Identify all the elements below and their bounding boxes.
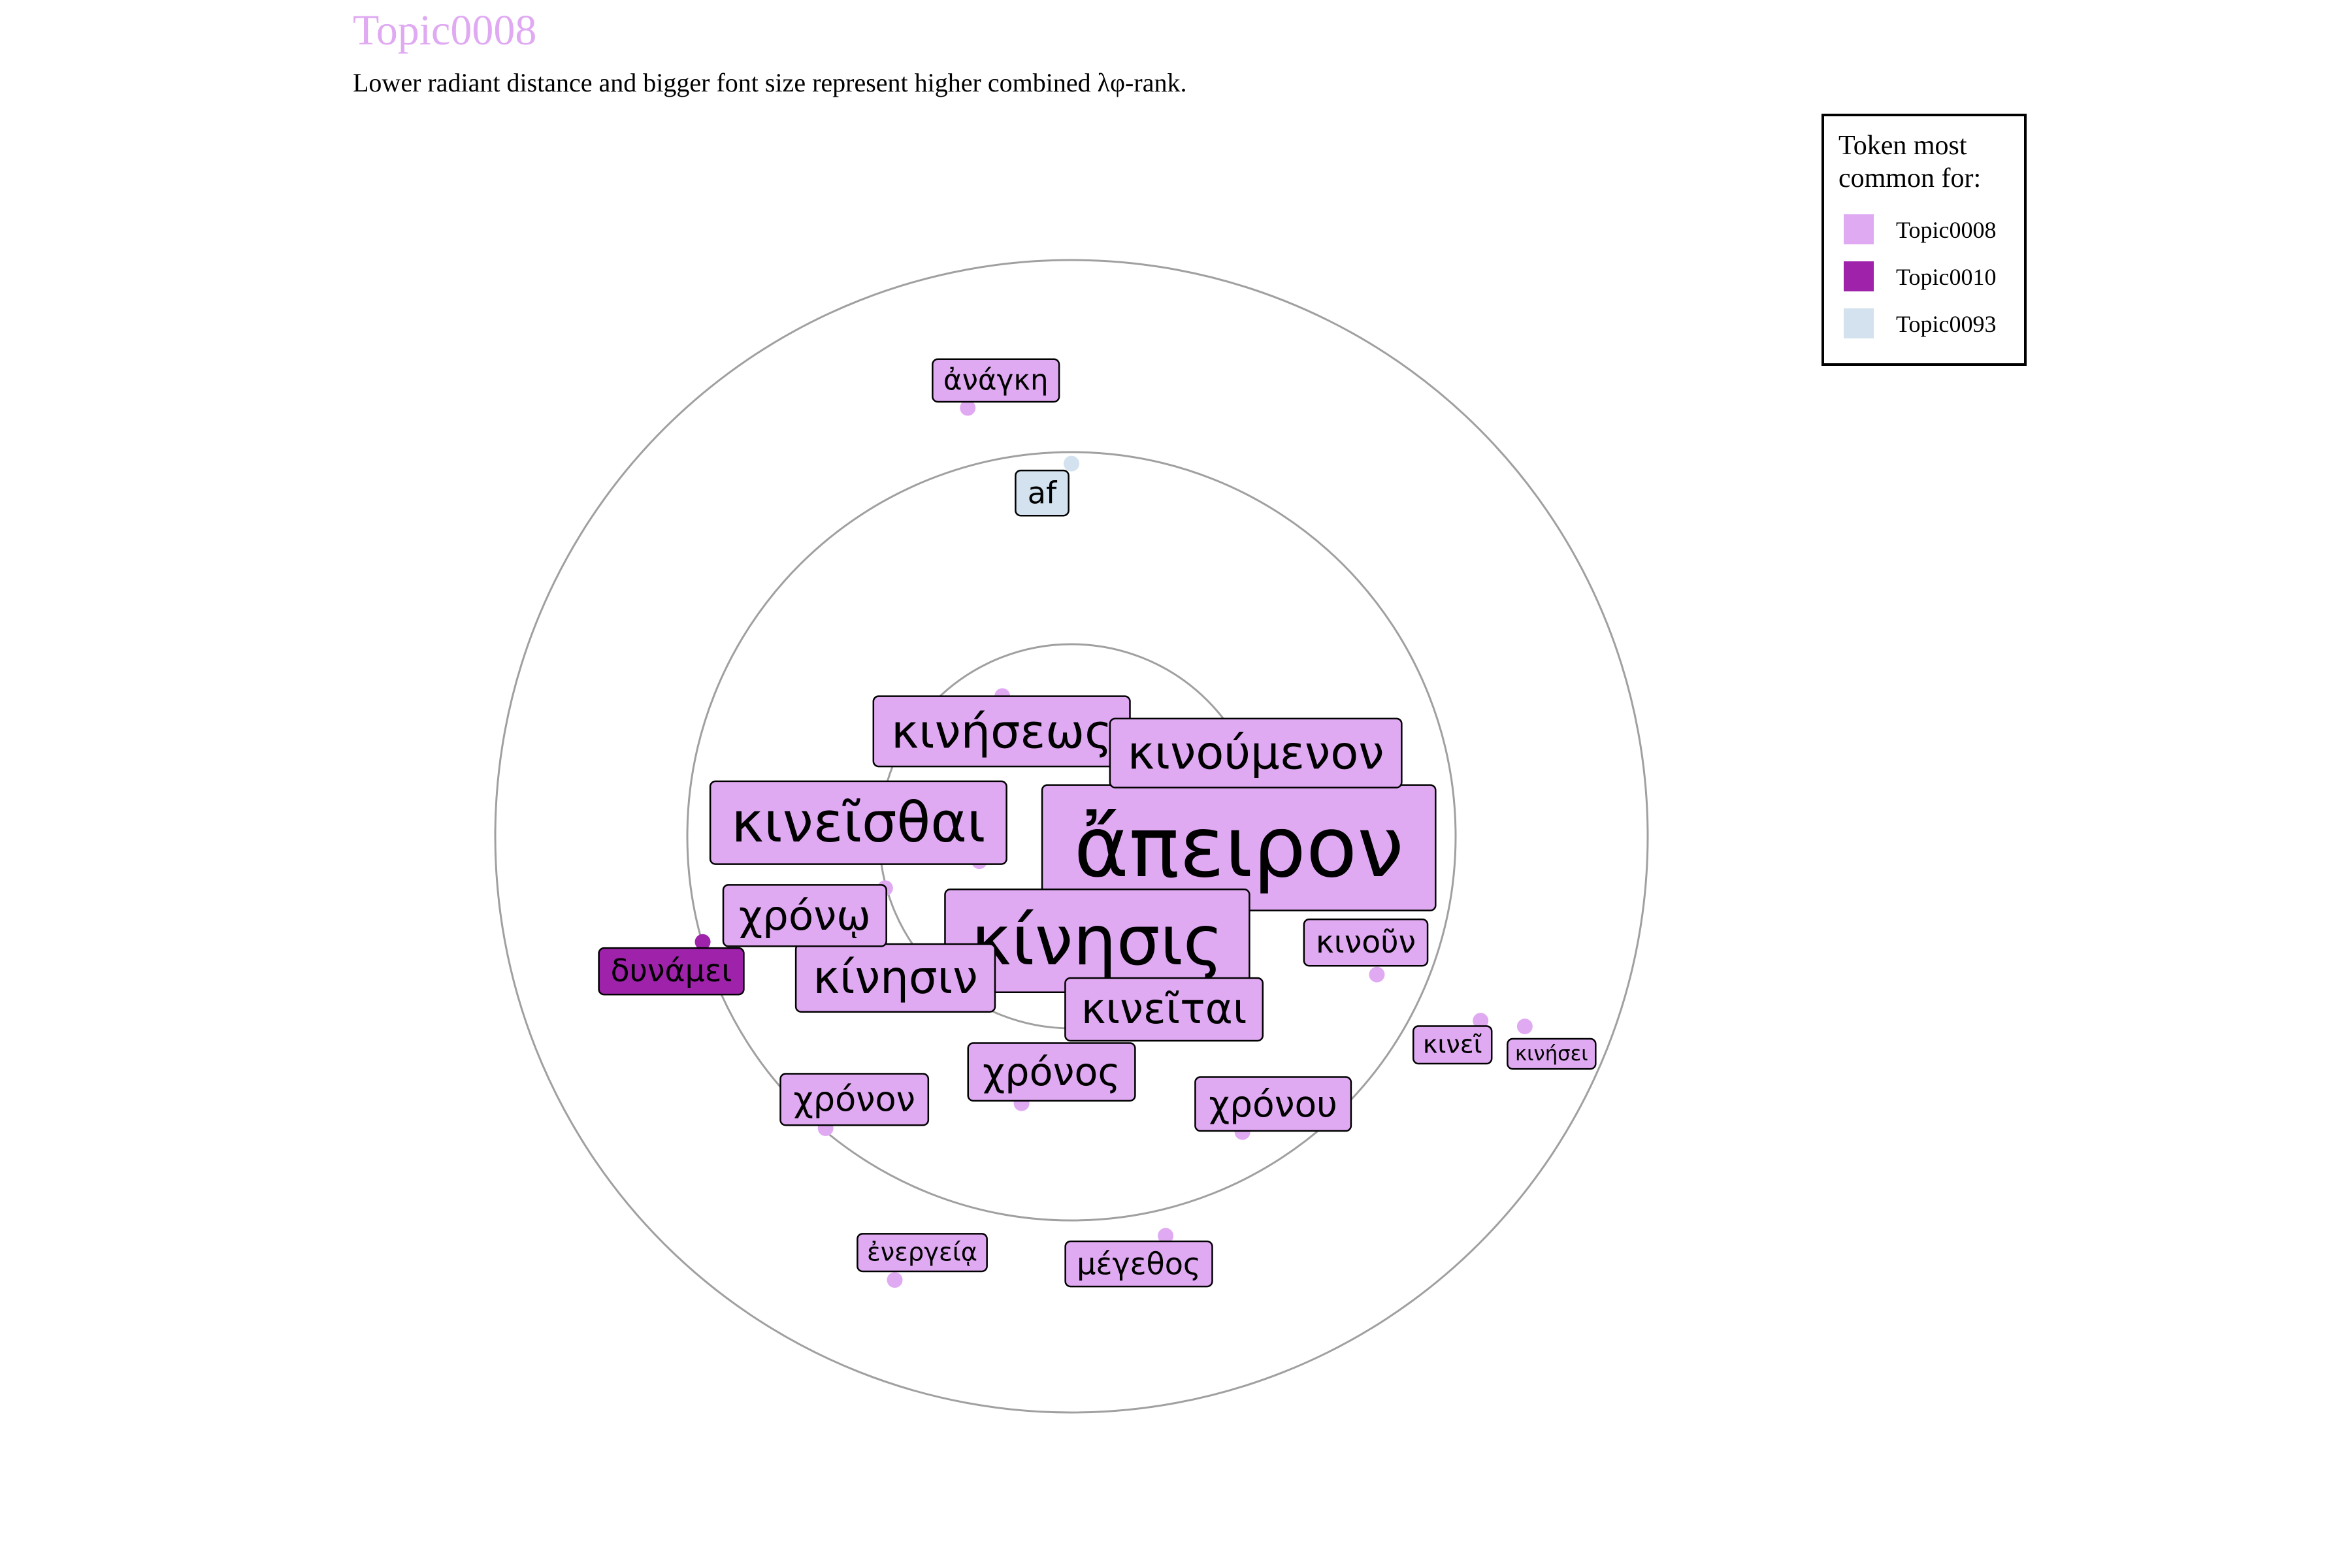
- token-16-point: [1064, 455, 1079, 472]
- token-11-text: χρόνον: [793, 1079, 915, 1119]
- token-3-label-box: [709, 780, 1007, 865]
- token-5-label-box: [1109, 717, 1403, 789]
- legend-title-line-1: Token most: [1838, 131, 1967, 161]
- token-11-label: χρόνον: [779, 1073, 930, 1126]
- legend-swatch-topic0010: [1844, 261, 1874, 291]
- token-19-text: κινήσει: [1515, 1042, 1588, 1066]
- token-12-point: [1369, 966, 1385, 983]
- token-8-label: χρόνῳ: [722, 884, 887, 947]
- token-2-label: κίνησις: [944, 889, 1250, 993]
- token-19-label-box: [1507, 1037, 1597, 1070]
- token-12-text: κινοῦν: [1316, 924, 1416, 960]
- token-18-point: [1473, 1013, 1489, 1029]
- token-5-label: κινούμενον: [1109, 717, 1403, 789]
- token-4-label: κινήσεως: [872, 695, 1131, 768]
- token-9-text: χρόνος: [983, 1049, 1120, 1094]
- token-6-text: κίνησιν: [813, 952, 977, 1004]
- grid-ring-2: [686, 451, 1457, 1222]
- token-16-label-box: [1015, 469, 1070, 517]
- token-18-text: κινεῖ: [1423, 1030, 1482, 1060]
- token-15-point: [960, 400, 976, 416]
- token-17-label: ἐνεργείᾳ: [857, 1233, 988, 1273]
- legend-label-topic0010: Topic0010: [1896, 264, 1996, 290]
- grid-ring-3: [494, 259, 1649, 1414]
- token-16-label: af: [1015, 469, 1070, 517]
- token-19-point: [1516, 1019, 1533, 1035]
- token-17-text: ἐνεργείᾳ: [867, 1238, 977, 1267]
- token-19-label: κινήσει: [1507, 1037, 1597, 1070]
- token-6-label-box: [794, 943, 996, 1013]
- token-18-label-box: [1412, 1025, 1493, 1065]
- token-13-label-box: [598, 947, 745, 996]
- token-10-label-box: [1194, 1076, 1352, 1132]
- legend: Token most common for: Topic0008Topic001…: [1821, 114, 2027, 366]
- token-14-label: μέγεθος: [1064, 1240, 1213, 1288]
- chart-title: Topic0008: [353, 7, 536, 54]
- token-4-text: κινήσεως: [891, 704, 1112, 759]
- token-15-label: ἀνάγκη: [932, 358, 1060, 403]
- legend-swatch-topic0008: [1844, 214, 1874, 244]
- token-9-label: χρόνος: [967, 1042, 1136, 1102]
- token-11-label-box: [779, 1073, 930, 1126]
- token-2-text: κίνησις: [971, 901, 1223, 981]
- legend-label-topic0008: Topic0008: [1896, 217, 1996, 243]
- legend-swatch-topic0093: [1844, 308, 1874, 338]
- token-6-label: κίνησιν: [794, 943, 996, 1013]
- token-12-label: κινοῦν: [1303, 918, 1429, 967]
- token-5-text: κινούμενον: [1128, 727, 1384, 780]
- token-1-text: ἄπειρον: [1074, 799, 1404, 896]
- legend-label-topic0093: Topic0093: [1896, 311, 1996, 337]
- token-1-label: ἄπειρον: [1041, 784, 1437, 911]
- token-10-text: χρόνου: [1209, 1083, 1337, 1125]
- token-7-label-box: [1064, 977, 1264, 1042]
- token-10-label: χρόνου: [1194, 1076, 1352, 1132]
- token-18-label: κινεῖ: [1412, 1025, 1493, 1065]
- token-3-text: κινεῖσθαι: [731, 791, 985, 855]
- token-15-text: ἀνάγκη: [943, 364, 1049, 397]
- token-17-point: [887, 1272, 903, 1288]
- token-8-label-box: [722, 884, 887, 947]
- token-9-label-box: [967, 1042, 1136, 1102]
- token-14-point: [1158, 1228, 1174, 1244]
- chart-subtitle: Lower radiant distance and bigger font s…: [353, 68, 1186, 97]
- token-17-label-box: [857, 1233, 988, 1273]
- token-15-label-box: [932, 358, 1060, 403]
- token-8-text: χρόνῳ: [739, 892, 871, 939]
- token-13-point: [694, 934, 711, 950]
- token-13-text: δυνάμει: [611, 953, 732, 989]
- token-13-label: δυνάμει: [598, 947, 745, 996]
- token-14-label-box: [1064, 1240, 1213, 1288]
- token-7-text: κινεῖται: [1081, 985, 1247, 1034]
- token-12-label-box: [1303, 918, 1429, 967]
- token-3-label: κινεῖσθαι: [709, 780, 1007, 865]
- token-14-text: μέγεθος: [1077, 1247, 1201, 1282]
- token-7-label: κινεῖται: [1064, 977, 1264, 1042]
- token-16-text: af: [1028, 476, 1058, 511]
- legend-title-line-2: common for:: [1838, 163, 1981, 193]
